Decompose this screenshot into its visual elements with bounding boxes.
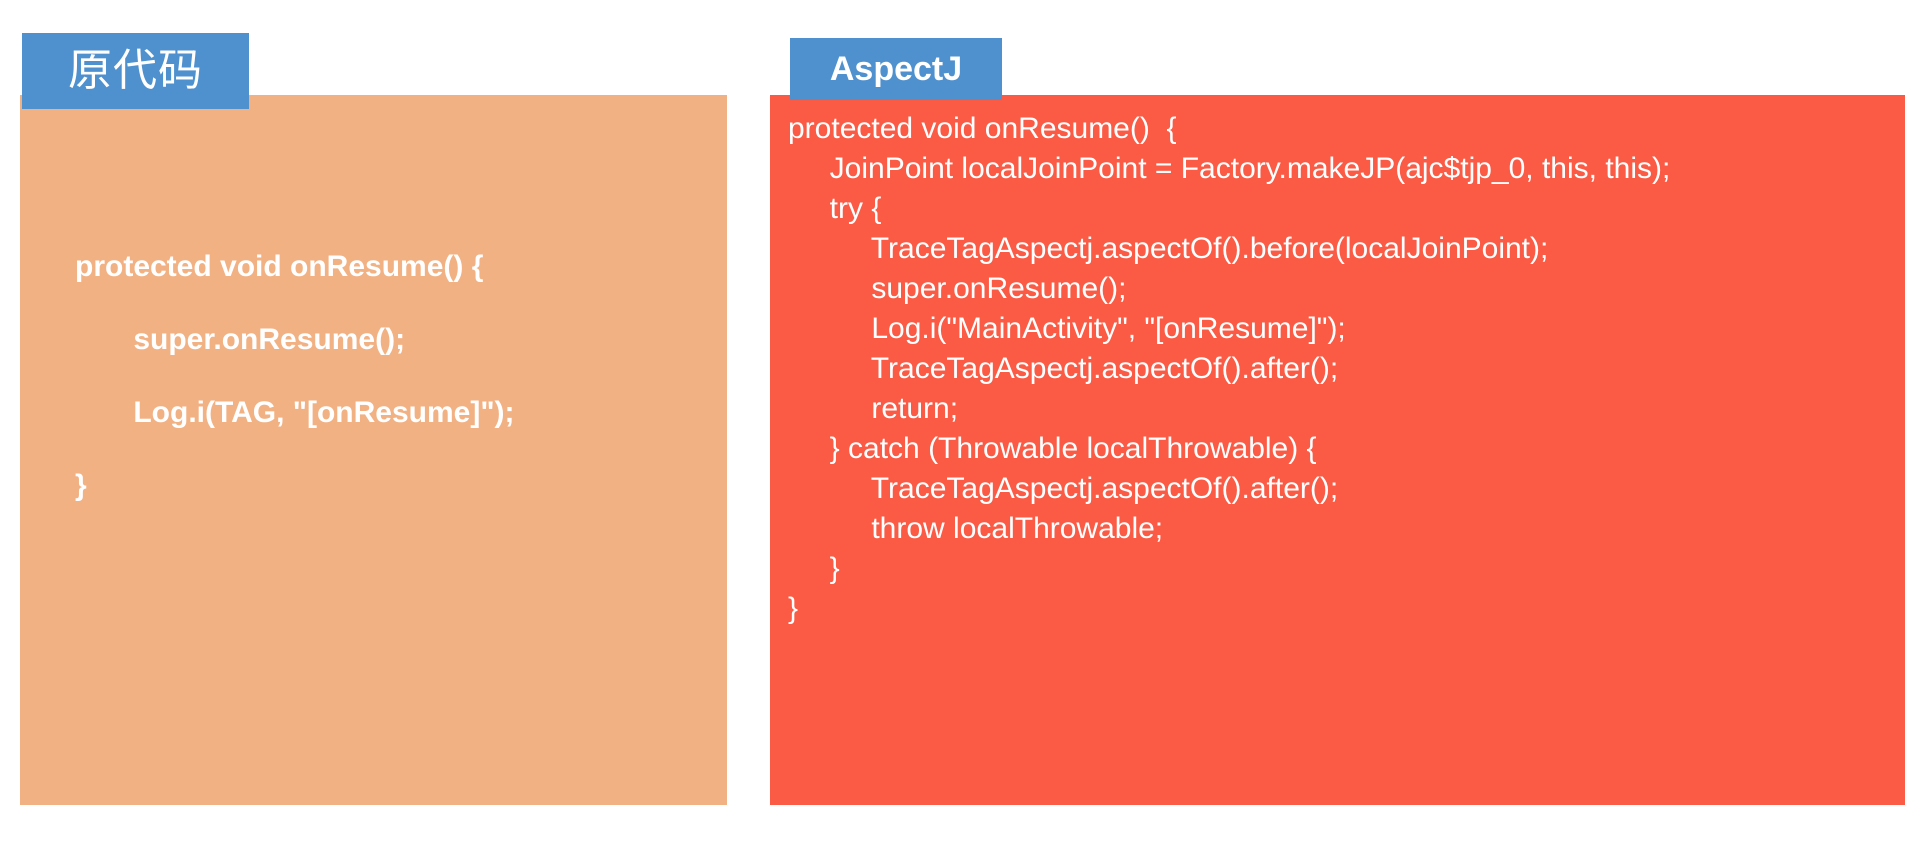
aspectj-code-block: protected void onResume() { JoinPoint lo… (770, 95, 1905, 629)
original-code-header-badge: 原代码 (22, 33, 249, 109)
aspectj-code-line-4: super.onResume(); (788, 272, 1127, 305)
aspectj-header-label: AspectJ (829, 50, 963, 88)
aspectj-code-line-12: } (788, 592, 799, 625)
aspectj-code-line-3: TraceTagAspectj.aspectOf().before(localJ… (788, 232, 1549, 265)
original-code-header-label: 原代码 (68, 45, 203, 96)
original-code-block: protected void onResume() { super.onResu… (20, 95, 727, 522)
aspectj-code-line-7: return; (788, 392, 959, 425)
aspectj-code-panel: protected void onResume() { JoinPoint lo… (770, 95, 1905, 805)
original-code-line-1: super.onResume(); (75, 323, 406, 356)
aspectj-code-line-2: try { (788, 192, 882, 225)
aspectj-code-line-6: TraceTagAspectj.aspectOf().after(); (788, 352, 1339, 385)
original-code-line-0: protected void onResume() { (75, 250, 484, 283)
aspectj-code-line-8: } catch (Throwable localThrowable) { (788, 432, 1317, 465)
aspectj-code-line-9: TraceTagAspectj.aspectOf().after(); (788, 472, 1339, 505)
original-code-panel: protected void onResume() { super.onResu… (20, 95, 727, 805)
aspectj-header-badge: AspectJ (790, 38, 1002, 100)
aspectj-code-line-0: protected void onResume() { (788, 112, 1177, 145)
aspectj-code-line-10: throw localThrowable; (788, 512, 1164, 545)
aspectj-code-line-5: Log.i("MainActivity", "[onResume]"); (788, 312, 1346, 345)
aspectj-code-line-11: } (788, 552, 840, 585)
original-code-line-3: } (75, 469, 87, 502)
original-code-line-2: Log.i(TAG, "[onResume]"); (75, 396, 515, 429)
aspectj-code-line-1: JoinPoint localJoinPoint = Factory.makeJ… (788, 152, 1671, 185)
